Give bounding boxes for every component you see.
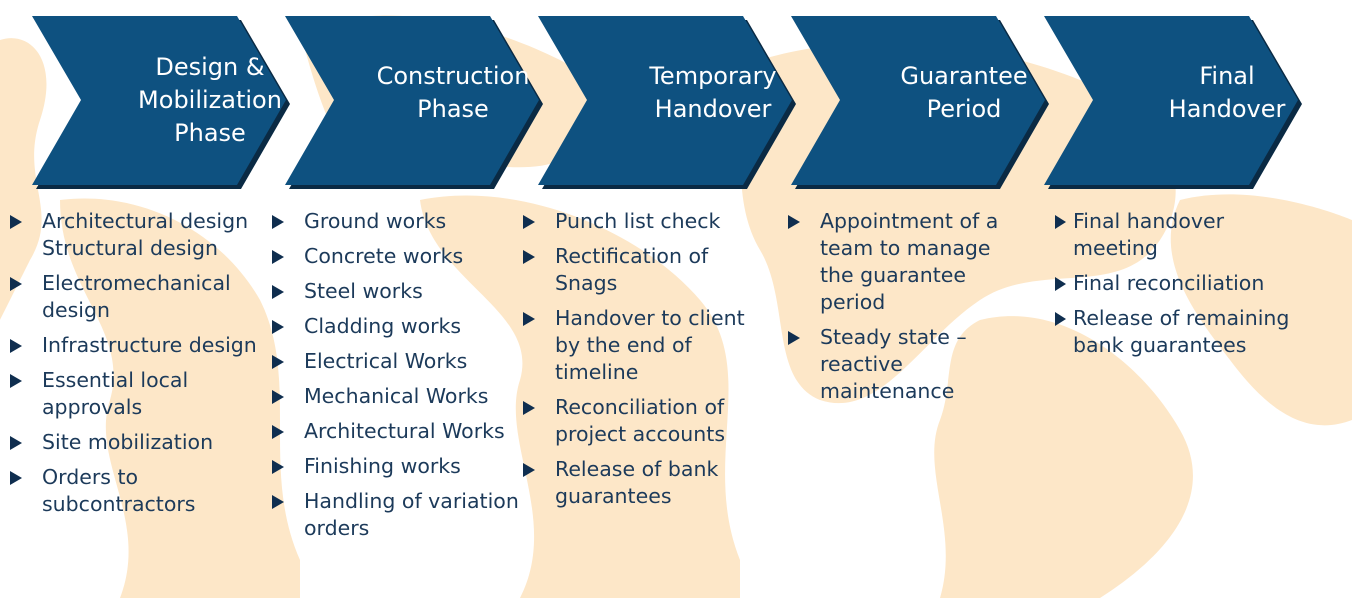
task-text: Concrete works: [304, 244, 464, 268]
chevron-construction: [285, 16, 543, 189]
task-text: Final handover meeting: [1073, 209, 1225, 260]
task-item: Cladding works: [272, 313, 522, 340]
task-text: Architectural Works: [304, 419, 505, 443]
task-item: Appointment of a team to manage the guar…: [788, 208, 1028, 316]
triangle-bullet-icon: [10, 471, 22, 485]
task-text: Steel works: [304, 279, 423, 303]
task-item: Ground works: [272, 208, 522, 235]
task-item: Architectural Works: [272, 418, 522, 445]
task-item: Structural design: [10, 235, 275, 262]
triangle-bullet-icon: [523, 312, 535, 326]
task-item: Steady state – reactive maintenance: [788, 324, 1028, 405]
task-text: Electromechanical design: [42, 271, 231, 322]
triangle-bullet-icon: [10, 436, 22, 450]
triangle-bullet-icon: [272, 425, 284, 439]
triangle-bullet-icon: [523, 401, 535, 415]
triangle-bullet-icon: [10, 215, 22, 229]
task-item: Reconciliation of project accounts: [523, 394, 775, 448]
chevron-guarantee-period: [791, 16, 1049, 189]
task-item: Handling of variation orders: [272, 488, 522, 542]
guarantee-period-tasks: Appointment of a team to manage the guar…: [788, 208, 1028, 413]
task-text: Handover to client by the end of timelin…: [555, 306, 745, 384]
task-item: Site mobilization: [10, 429, 275, 456]
triangle-bullet-icon: [10, 374, 22, 388]
task-item: Rectification of Snags: [523, 243, 775, 297]
task-text: Site mobilization: [42, 430, 214, 454]
task-text: Ground works: [304, 209, 447, 233]
task-item: Punch list check: [523, 208, 775, 235]
task-item: Release of remaining bank guarantees: [1055, 305, 1295, 359]
triangle-bullet-icon: [272, 320, 284, 334]
task-text: Punch list check: [555, 209, 721, 233]
task-text: Orders to subcontractors: [42, 465, 196, 516]
triangle-bullet-icon: [272, 495, 284, 509]
task-text: Rectification of Snags: [555, 244, 709, 295]
task-item: Infrastructure design: [10, 332, 275, 359]
chevron-final-handover: [1044, 16, 1302, 189]
chevron-design-mobilization: [32, 16, 290, 189]
triangle-bullet-icon: [1055, 312, 1066, 326]
triangle-bullet-icon: [523, 250, 535, 264]
task-text: Mechanical Works: [304, 384, 489, 408]
triangle-bullet-icon: [788, 215, 800, 229]
phase-title-construction: Construction Phase: [376, 62, 530, 123]
triangle-bullet-icon: [10, 277, 22, 291]
triangle-bullet-icon: [272, 355, 284, 369]
phase-chevrons: [32, 16, 1302, 189]
triangle-bullet-icon: [272, 460, 284, 474]
task-text: Essential local approvals: [42, 368, 189, 419]
triangle-bullet-icon: [523, 215, 535, 229]
triangle-bullet-icon: [272, 285, 284, 299]
task-text: Infrastructure design: [42, 333, 257, 357]
task-text: Electrical Works: [304, 349, 468, 373]
triangle-bullet-icon: [272, 250, 284, 264]
task-item: Final handover meeting: [1055, 208, 1295, 262]
triangle-bullet-icon: [10, 339, 22, 353]
task-text: Finishing works: [304, 454, 461, 478]
phase-title-temporary-handover: Temporary Handover: [649, 62, 777, 123]
task-item: Mechanical Works: [272, 383, 522, 410]
task-text: Handling of variation orders: [304, 489, 519, 540]
task-item: Final reconciliation: [1055, 270, 1295, 297]
task-text: Reconciliation of project accounts: [555, 395, 726, 446]
task-item: Release of bank guarantees: [523, 456, 775, 510]
triangle-bullet-icon: [523, 463, 535, 477]
task-item: Electromechanical design: [10, 270, 275, 324]
task-text: Appointment of a team to manage the guar…: [820, 209, 999, 314]
triangle-bullet-icon: [272, 215, 284, 229]
triangle-bullet-icon: [272, 390, 284, 404]
task-item: Handover to client by the end of timelin…: [523, 305, 775, 386]
task-item: Steel works: [272, 278, 522, 305]
task-item: Essential local approvals: [10, 367, 275, 421]
task-text: Structural design: [42, 236, 218, 260]
triangle-bullet-icon: [1055, 277, 1066, 291]
triangle-bullet-icon: [1055, 215, 1066, 229]
task-text: Architectural design: [42, 209, 249, 233]
triangle-bullet-icon: [788, 331, 800, 345]
phase-title-final-handover: Final Handover: [1168, 62, 1286, 123]
task-item: Orders to subcontractors: [10, 464, 275, 518]
chevron-temporary-handover: [538, 16, 796, 189]
task-text: Steady state – reactive maintenance: [820, 325, 967, 403]
task-text: Release of remaining bank guarantees: [1073, 306, 1290, 357]
task-text: Final reconciliation: [1073, 271, 1265, 295]
task-item: Concrete works: [272, 243, 522, 270]
phase-title-guarantee-period: Guarantee Period: [900, 62, 1028, 123]
task-item: Architectural design: [10, 208, 275, 235]
phase-title-design-mobilization: Design & Mobilization Phase: [138, 53, 282, 147]
task-item: Electrical Works: [272, 348, 522, 375]
task-text: Release of bank guarantees: [555, 457, 719, 508]
task-text: Cladding works: [304, 314, 462, 338]
task-item: Finishing works: [272, 453, 522, 480]
